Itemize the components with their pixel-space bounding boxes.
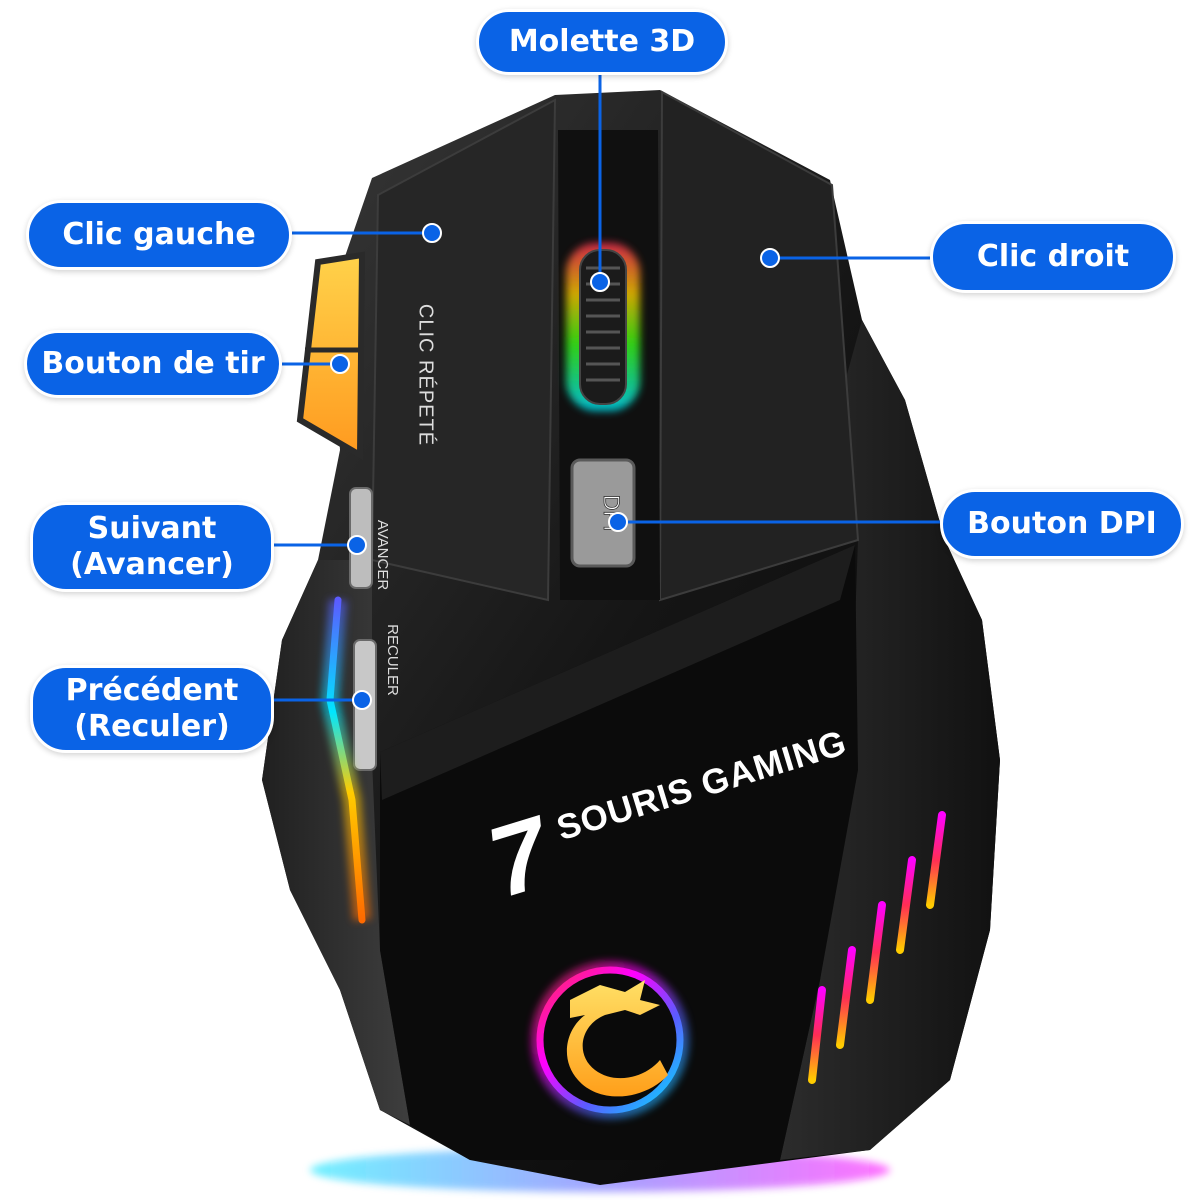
leader-lines	[274, 75, 940, 702]
dragon-emblem	[531, 961, 689, 1119]
right-click-button	[658, 90, 860, 602]
callout-suivant: Suivant (Avancer)	[30, 502, 274, 592]
leader-dots	[330, 223, 780, 710]
avancer-print: AVANCER	[374, 520, 391, 590]
callout-bouton-de-tir: Bouton de tir	[24, 330, 282, 398]
reculer-print: RECULER	[384, 624, 401, 696]
clic-repete-print: CLIC RÉPETÉ	[415, 304, 438, 446]
right-rgb-bar	[866, 901, 886, 1004]
fire-button	[296, 251, 366, 461]
lower-panel	[380, 545, 858, 1160]
right-rgb-bar	[896, 856, 916, 954]
callout-precedent: Précédent (Reculer)	[30, 665, 274, 753]
scroll-wheel-ridges	[586, 266, 620, 382]
callout-bouton-dpi: Bouton DPI	[940, 489, 1184, 559]
right-rgb-bar	[836, 946, 856, 1049]
dpi-button	[570, 458, 636, 568]
left-click-button	[370, 98, 557, 602]
right-rgb-bars	[808, 811, 946, 1084]
left-rgb-strip	[326, 596, 366, 924]
right-flank	[780, 320, 1000, 1160]
dragon-icon	[566, 980, 668, 1097]
right-rgb-bar	[926, 811, 946, 909]
callout-molette-3d: Molette 3D	[476, 9, 728, 75]
lower-panel-sheen	[380, 545, 855, 800]
callout-clic-gauche: Clic gauche	[26, 200, 292, 270]
right-rgb-bar	[808, 986, 826, 1084]
callout-clic-droit: Clic droit	[930, 221, 1176, 293]
